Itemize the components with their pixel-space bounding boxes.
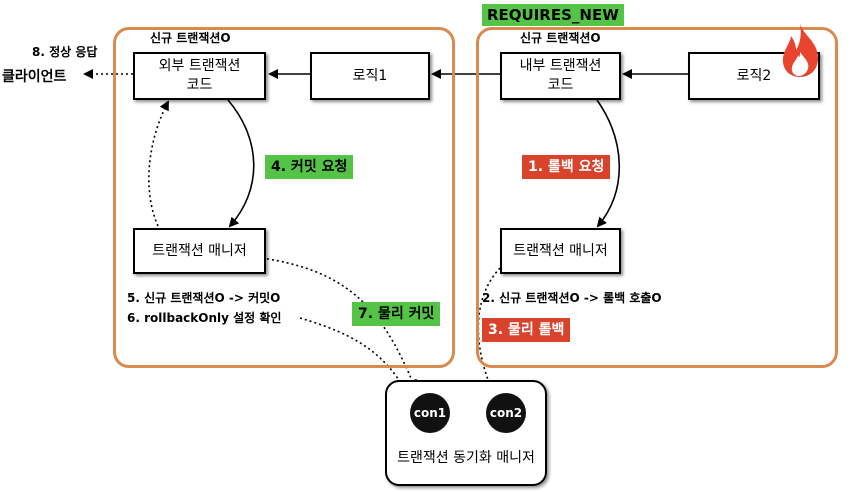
- connection-con2: con2: [486, 393, 526, 433]
- transaction-sync-manager-box: [385, 380, 547, 486]
- normal-response-label: 8. 정상 응답: [32, 45, 98, 59]
- outer-transaction-frame: [113, 27, 455, 368]
- connection-con1: con1: [410, 393, 450, 433]
- outer-transaction-manager-box: 트랜잭션 매니저: [133, 228, 266, 274]
- step6-label: 6. rollbackOnly 설정 확인: [127, 311, 282, 325]
- inner-transaction-code-box: 내부 트랜잭션 코드: [500, 52, 621, 100]
- client-label: 클라이언트: [2, 69, 67, 85]
- requires-new-badge: REQUIRES_NEW: [482, 4, 624, 26]
- sync-manager-label: 트랜잭션 동기화 매니저: [397, 450, 535, 466]
- outer-transaction-title: 신규 트랜잭션O: [150, 31, 231, 45]
- inner-transaction-manager-box: 트랜잭션 매니저: [500, 228, 621, 274]
- fire-icon: [782, 24, 818, 77]
- step5-label: 5. 신규 트랜잭션O -> 커밋O: [127, 291, 281, 305]
- step7-physical-commit: 7. 물리 커밋: [352, 302, 441, 326]
- inner-transaction-title: 신규 트랜잭션O: [520, 31, 601, 45]
- step1-rollback-request: 1. 롤백 요청: [522, 155, 611, 179]
- inner-transaction-frame: [476, 27, 838, 368]
- logic1-box: 로직1: [310, 52, 430, 100]
- step3-physical-rollback: 3. 물리 롤백: [482, 318, 571, 342]
- step2-label: 2. 신규 트랜잭션O -> 롤백 호출O: [482, 291, 662, 305]
- outer-transaction-code-box: 외부 트랜잭션 코드: [133, 52, 266, 100]
- step4-commit-request: 4. 커밋 요청: [265, 155, 354, 179]
